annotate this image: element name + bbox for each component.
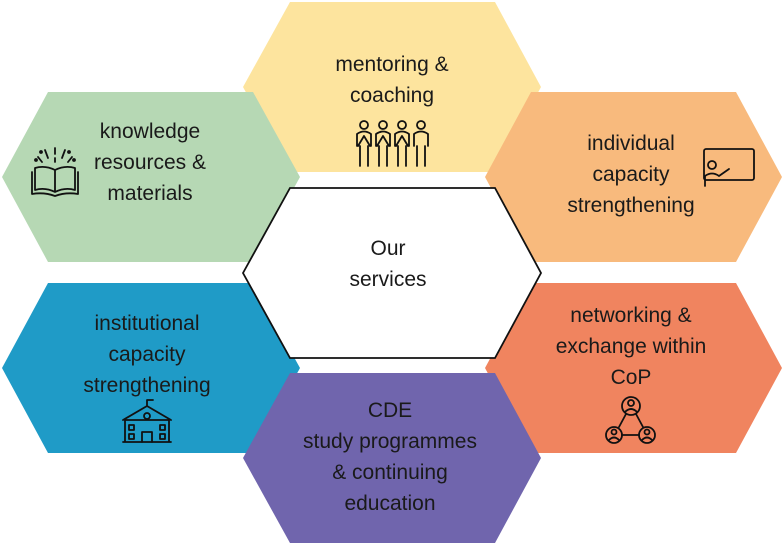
center-title-line: services (349, 268, 426, 291)
label-line: capacity (108, 343, 186, 366)
hex-mentoring-coaching: mentoring & coaching (243, 2, 541, 172)
label-line: education (344, 492, 435, 515)
label-line: networking & (570, 304, 691, 327)
presenter-board-icon (703, 148, 755, 187)
hex-our-services-center: Our services (241, 187, 543, 359)
label-line: strengthening (567, 194, 694, 217)
hex-institutional-capacity: institutional capacity strengthening (2, 283, 300, 453)
open-book-icon (31, 147, 79, 197)
label-line: capacity (592, 163, 670, 186)
center-title-line: Our (370, 237, 405, 260)
hex-individual-capacity: individual capacity strengthening (485, 92, 782, 262)
institution-building-icon (122, 399, 172, 443)
label-line: strengthening (83, 374, 210, 397)
label-line: study programmes (303, 430, 477, 453)
hex-cde-study-programmes: CDE study programmes & continuing educat… (243, 373, 541, 543)
label-line: materials (107, 182, 192, 205)
label-line: knowledge (100, 120, 200, 143)
group-people-icon (356, 120, 429, 167)
label-line: resources & (94, 151, 206, 174)
hex-networking-exchange: networking & exchange within CoP (485, 283, 782, 453)
label-line: exchange within (556, 335, 707, 358)
label-line: CDE (368, 399, 412, 422)
network-people-icon (605, 396, 656, 444)
label-line: coaching (350, 84, 434, 107)
label-line: institutional (94, 312, 199, 335)
hex-knowledge-resources: knowledge resources & materials (2, 92, 300, 262)
label-line: CoP (611, 366, 652, 389)
label-line: & continuing (332, 461, 448, 484)
label-line: individual (587, 132, 675, 155)
label-line: mentoring & (335, 53, 448, 76)
